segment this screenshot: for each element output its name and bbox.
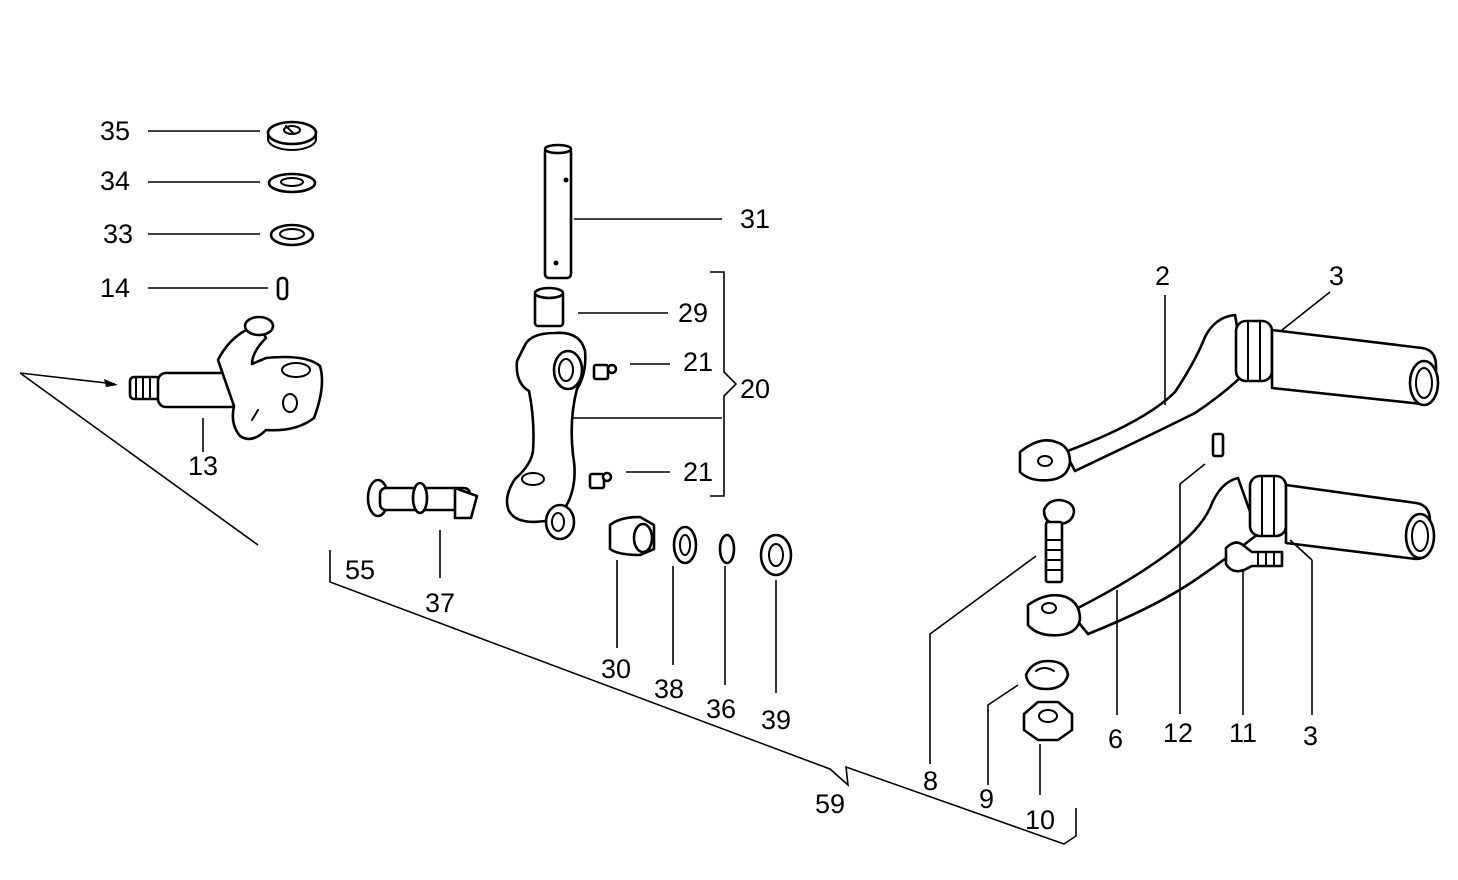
part-39-lock-washer [759,533,793,693]
label-20: 20 [740,374,770,404]
part-30-bushing [608,515,656,648]
label-39: 39 [761,705,791,735]
part-31-tube [543,143,722,280]
label-13: 13 [188,451,218,481]
bracket-20 [710,271,738,497]
part-37-bolt-sleeve [366,478,479,578]
label-12: 12 [1163,718,1193,748]
label-30: 30 [601,654,631,684]
callout-labels: 35 34 33 14 13 31 29 21 20 21 55 37 30 3… [100,116,1344,835]
label-37: 37 [425,588,455,618]
label-2: 2 [1155,261,1170,291]
part-21-grease-nipple-upper [592,363,670,381]
part-12-pin [1179,432,1225,714]
part-9-washer [987,659,1070,785]
label-59: 59 [815,789,845,819]
label-8: 8 [923,766,938,796]
label-55: 55 [345,555,375,585]
part-35-lock-washer [148,120,318,151]
label-31: 31 [740,204,770,234]
label-9: 9 [979,784,994,814]
label-14: 14 [100,273,130,303]
part-13-steering-knuckle [19,315,324,546]
part-21-grease-nipple-lower [588,471,670,490]
part-38-washer [672,525,698,665]
part-36-ring [718,533,736,685]
label-6: 6 [1108,724,1123,754]
label-3-upper: 3 [1329,261,1344,291]
label-21-lower: 21 [683,457,713,487]
part-2-tie-rod [1018,291,1440,482]
label-10: 10 [1025,805,1055,835]
part-11-bolt [1224,541,1284,715]
part-34-washer [148,172,317,194]
bracket-59 [329,550,1077,845]
part-3-clamp-lower-leader [1289,539,1313,715]
label-35: 35 [100,116,130,146]
label-21-upper: 21 [683,347,713,377]
label-36: 36 [706,694,736,724]
label-11: 11 [1229,718,1257,748]
part-29-bushing [533,286,668,328]
part-33-ring [148,223,315,247]
part-6-tie-rod [1026,474,1436,715]
label-29: 29 [678,298,708,328]
label-34: 34 [100,166,130,196]
part-14-pin [148,276,289,301]
label-38: 38 [654,674,684,704]
label-33: 33 [103,219,133,249]
part-10-nut [1022,700,1074,795]
part-20-drop-arm [505,331,722,541]
part-8-bolt [929,498,1076,764]
label-3-lower: 3 [1303,721,1318,751]
